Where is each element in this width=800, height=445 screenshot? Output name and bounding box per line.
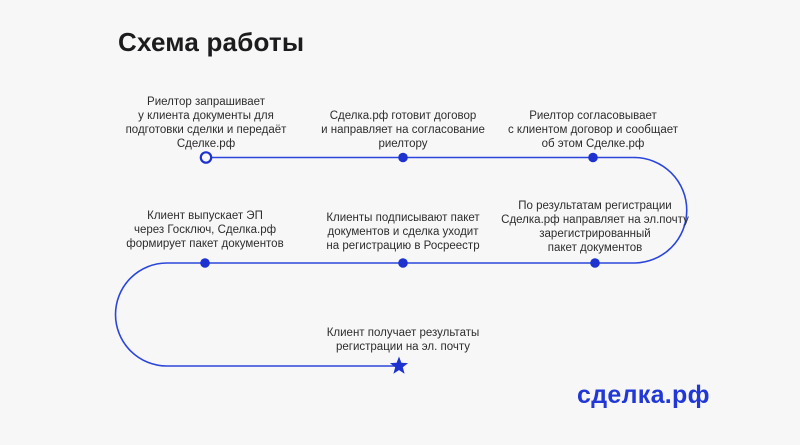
- step-text-3: Риелтор согласовывает с клиентом договор…: [507, 110, 679, 150]
- step-text-5: Клиенты подписывают пакет документов и с…: [326, 212, 480, 252]
- step-dot-2: [398, 152, 408, 163]
- step-dot-5: [398, 258, 408, 268]
- step-text-7: Клиент получает результаты регистрации н…: [326, 327, 480, 353]
- step-dot-3: [588, 152, 598, 163]
- sdelka-logo: сделка.рф: [577, 381, 710, 409]
- step-dot-4: [200, 258, 210, 268]
- step-text-2: Сделка.рф готовит договор и направляет н…: [321, 110, 485, 150]
- step-text-4: Клиент выпускает ЭП через Госключ, Сделк…: [126, 210, 284, 250]
- page-title: Схема работы: [118, 27, 305, 57]
- start-ring-marker: [199, 151, 213, 164]
- step-text-1: Риелтор запрашивает у клиента документы …: [125, 96, 287, 150]
- step-text-6: По результатам регистрации Сделка.рф нап…: [501, 200, 689, 254]
- end-star-marker: [389, 356, 409, 374]
- step-dot-6: [590, 258, 600, 268]
